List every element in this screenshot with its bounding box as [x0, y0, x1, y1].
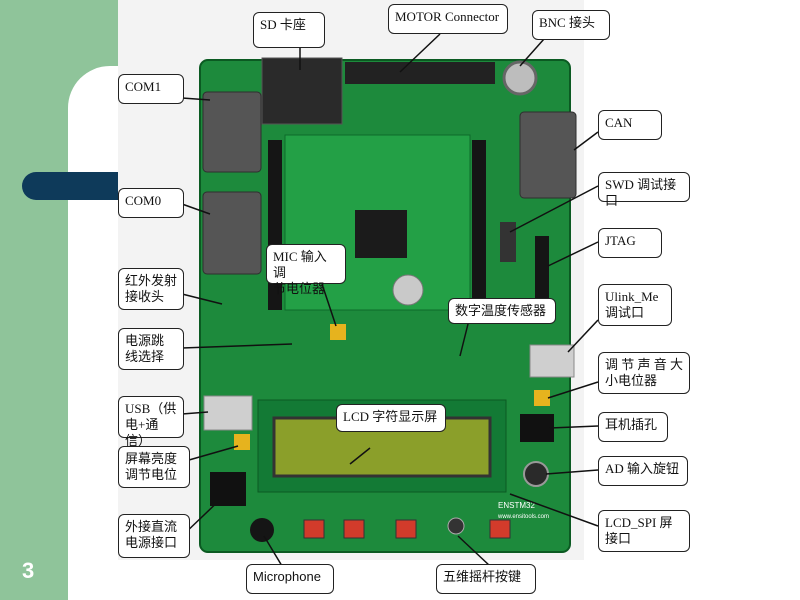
callout-ir: 红外发射 接收头 — [118, 268, 184, 310]
sd-socket — [261, 57, 343, 125]
ulink-port — [529, 344, 575, 378]
ad-knob — [523, 461, 549, 487]
callout-motor-connector: MOTOR Connector — [388, 4, 508, 34]
pin-header-right — [472, 140, 486, 310]
brightness-pot — [234, 434, 250, 450]
callout-can: CAN — [598, 110, 662, 140]
callout-brightness: 屏幕亮度 调节电位 — [118, 446, 190, 488]
slide-decoration-band — [0, 0, 68, 600]
callout-mic-adjust: MIC 输入调 节电位器 — [266, 244, 346, 296]
callout-microphone: Microphone — [246, 564, 334, 594]
bnc-connector — [502, 60, 538, 96]
dc-jack — [210, 472, 246, 506]
callout-ad-knob: AD 输入旋钮 — [598, 456, 688, 486]
user-button-2 — [343, 519, 365, 539]
volume-pot — [534, 390, 550, 406]
callout-bnc: BNC 接头 — [532, 10, 610, 40]
callout-com1: COM1 — [118, 74, 184, 104]
callout-com0: COM0 — [118, 188, 184, 218]
callout-usb: USB（供 电+通信） — [118, 396, 184, 448]
motor-connector — [345, 62, 495, 84]
mcu-chip — [355, 210, 407, 258]
callout-swd: SWD 调试接口 — [598, 172, 690, 208]
callout-dc-power: 外接直流 电源接口 — [118, 514, 190, 558]
com0-connector — [202, 191, 262, 275]
mic-pot — [330, 324, 346, 340]
board-url-label: www.ensitools.com — [497, 514, 549, 520]
user-button-3 — [395, 519, 417, 539]
callout-sd-card: SD 卡座 — [253, 12, 325, 48]
callout-volume-pot: 调 节 声 音 大 小电位器 — [598, 352, 690, 394]
microphone-capsule — [250, 518, 274, 542]
callout-jtag: JTAG — [598, 228, 662, 258]
can-connector — [519, 111, 577, 199]
slide-accent-bar — [22, 172, 118, 200]
com1-connector — [202, 91, 262, 173]
jtag-header — [535, 236, 549, 300]
usb-port — [203, 395, 253, 431]
callout-temp-sensor: 数字温度传感器 — [448, 298, 556, 324]
board-brand-label: ENSTM32 — [498, 501, 535, 510]
callout-lcd: LCD 字符显示屏 — [336, 404, 446, 432]
callout-joystick: 五维摇杆按键 — [436, 564, 536, 594]
callout-ulink: Ulink_Me 调试口 — [598, 284, 672, 326]
joystick-knob — [447, 517, 465, 535]
callout-power-jumper: 电源跳 线选择 — [118, 328, 184, 370]
callout-lcd-spi: LCD_SPI 屏 接口 — [598, 510, 690, 552]
swd-header — [500, 222, 516, 262]
user-button-1 — [303, 519, 325, 539]
callout-earphone: 耳机插孔 — [598, 412, 668, 442]
reset-button — [489, 519, 511, 539]
coin-battery — [392, 274, 424, 306]
earphone-jack — [520, 414, 554, 442]
page-number: 3 — [22, 558, 35, 583]
